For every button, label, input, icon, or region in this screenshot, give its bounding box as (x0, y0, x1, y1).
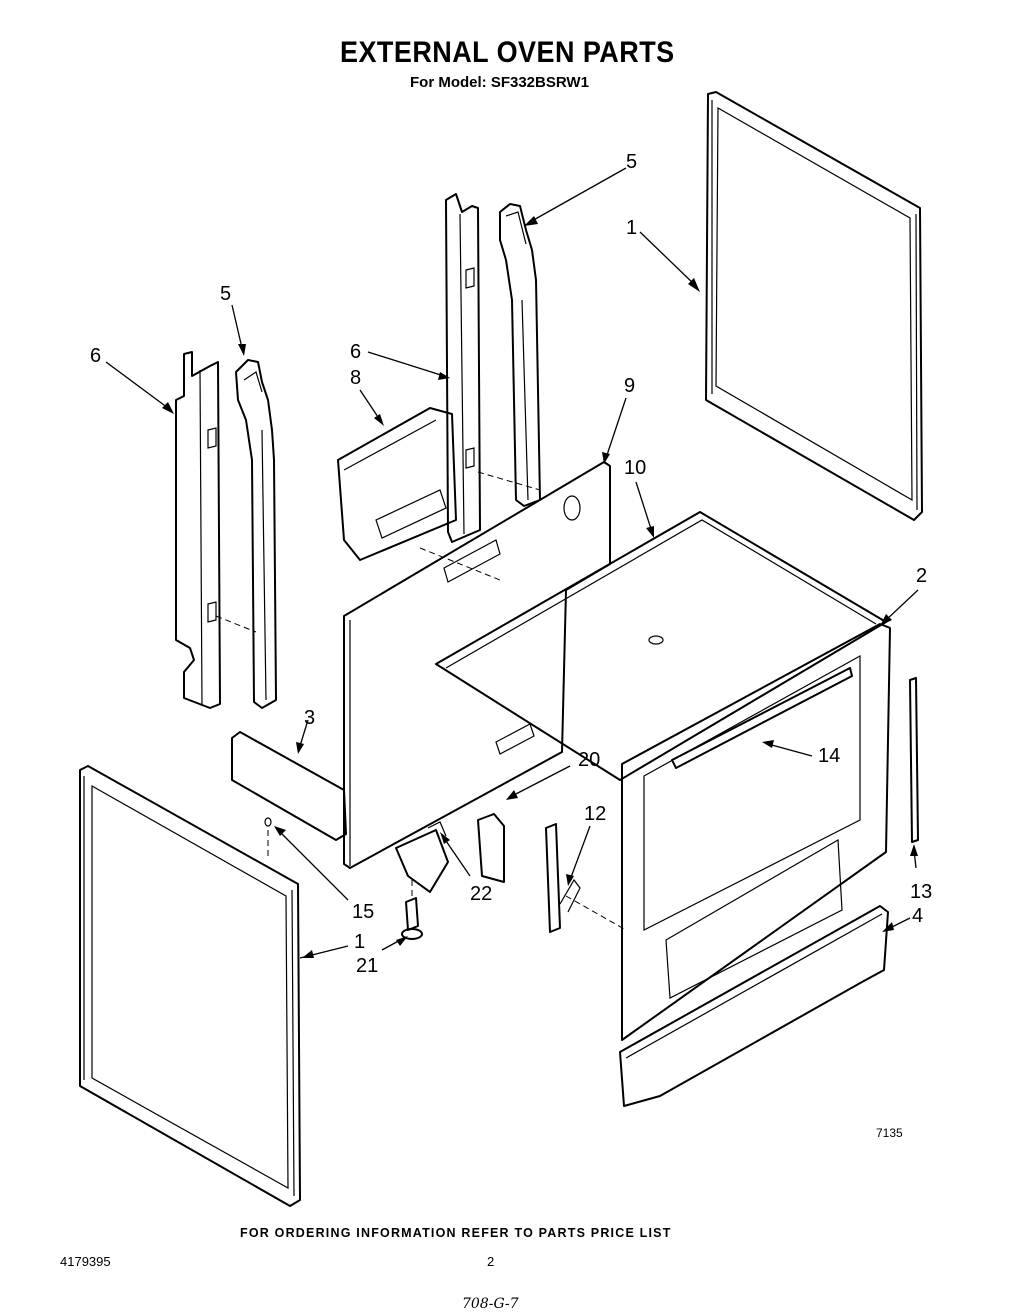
assembly-lines (215, 471, 627, 931)
ordering-note: FOR ORDERING INFORMATION REFER TO PARTS … (240, 1226, 672, 1240)
callout-15: 15 (352, 901, 374, 923)
callout-13: 13 (910, 881, 932, 903)
part-heat-shield (337, 407, 457, 561)
part-side-trim (909, 677, 919, 843)
handwritten-note: 708-G-7 (462, 1296, 519, 1312)
leader-lines (105, 167, 919, 959)
callout-20: 20 (578, 749, 600, 771)
callout-labels: 1 1 2 3 4 5 5 6 6 8 9 10 12 13 14 15 20 … (90, 151, 932, 977)
part-bracket (231, 731, 347, 841)
callout-22: 22 (470, 883, 492, 905)
figure-number: 7135 (876, 1126, 903, 1140)
part-rear-panel (343, 461, 611, 869)
part-side-panel-right (705, 91, 923, 521)
callout-3: 3 (304, 707, 315, 729)
part-side-panel-left (79, 765, 301, 1207)
callout-2: 2 (916, 565, 927, 587)
callout-6-center: 6 (350, 341, 361, 363)
part-rack-support-center (499, 203, 541, 507)
part-leveling-leg-21 (401, 897, 423, 940)
callout-10: 10 (624, 457, 646, 479)
callout-1-lower: 1 (354, 931, 365, 953)
callout-6-left: 6 (90, 345, 101, 367)
callout-9: 9 (624, 375, 635, 397)
part-trim-strip (671, 667, 853, 769)
part-front-frame (621, 623, 891, 1041)
callout-5-left: 5 (220, 283, 231, 305)
page-title: EXTERNAL OVEN PARTS (340, 36, 675, 69)
callout-4: 4 (912, 905, 923, 927)
model-subtitle: For Model: SF332BSRW1 (410, 74, 589, 91)
callout-1-upper: 1 (626, 217, 637, 239)
part-strip-12 (545, 823, 581, 933)
part-top-panel (435, 511, 887, 781)
part-side-rail-center (445, 193, 481, 543)
callout-14: 14 (818, 745, 840, 767)
part-kick-plate (619, 905, 889, 1107)
part-rack-support-left (235, 359, 277, 709)
part-bracket-20 (477, 813, 505, 883)
callout-5-right: 5 (626, 151, 637, 173)
callout-21: 21 (356, 955, 378, 977)
part-side-rail-left (175, 351, 221, 709)
part-screw-15 (264, 817, 272, 827)
callout-12: 12 (584, 803, 606, 825)
document-number: 4179395 (60, 1254, 111, 1269)
part-hinge-22 (395, 821, 449, 893)
page-number: 2 (487, 1254, 495, 1269)
callout-8: 8 (350, 367, 361, 389)
